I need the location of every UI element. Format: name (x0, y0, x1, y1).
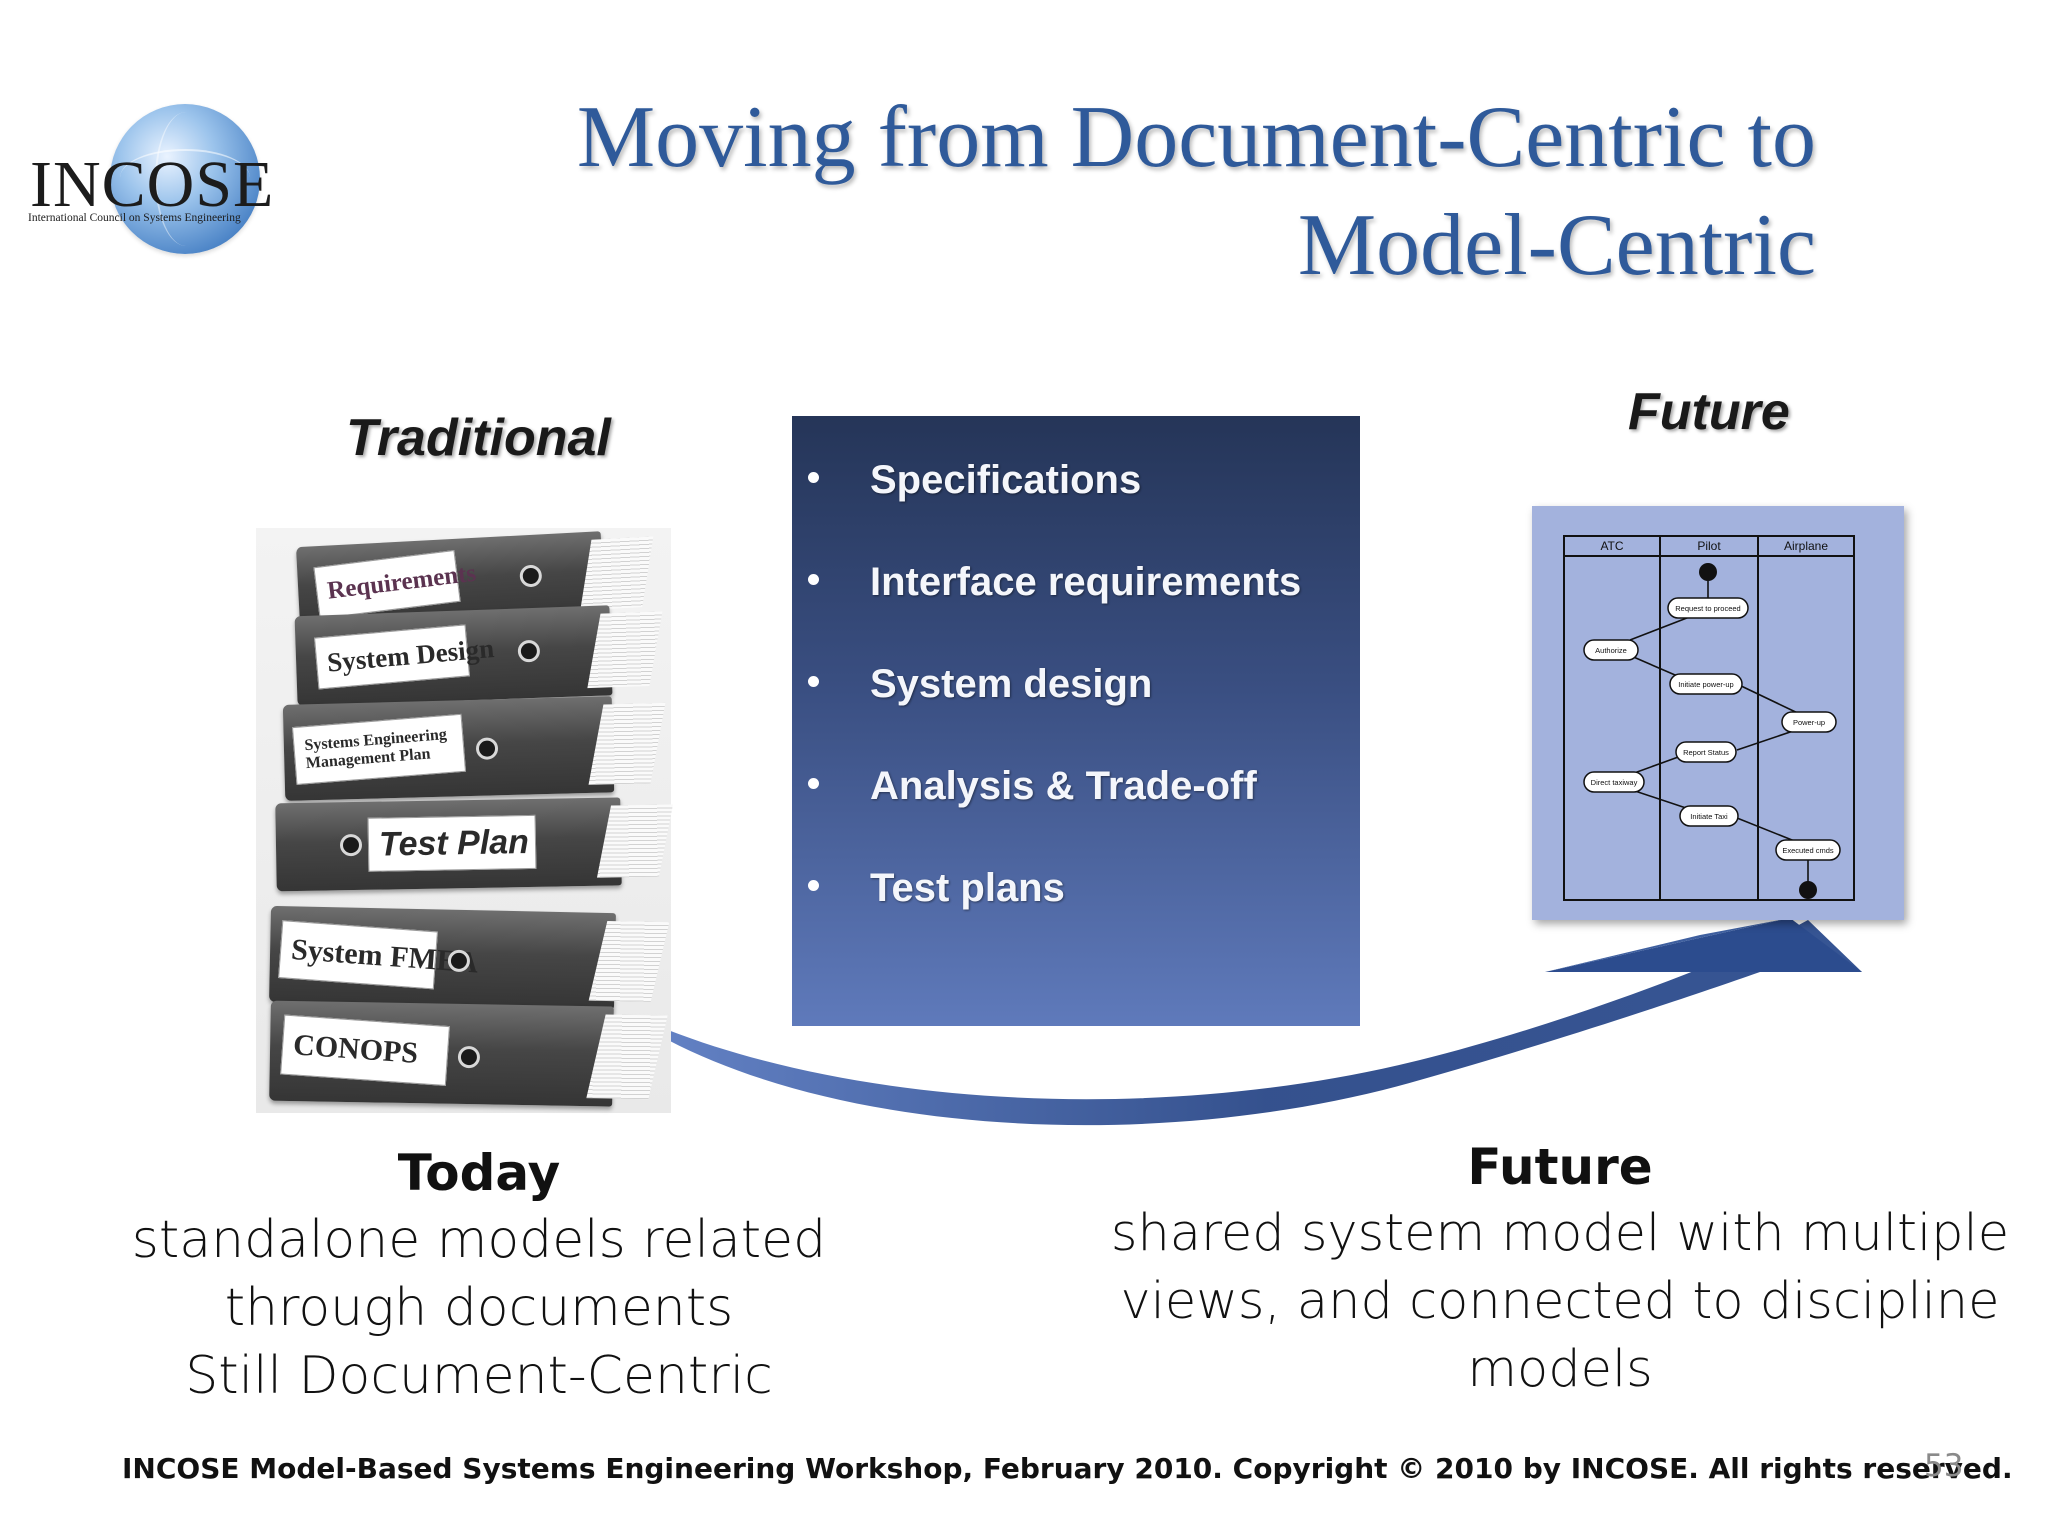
documents-list: Specifications Interface requirements Sy… (792, 416, 1360, 960)
activity-label: Report Status (1683, 748, 1729, 757)
future-heading: Future (1628, 383, 1790, 441)
today-line-1: standalone models related (131, 1210, 827, 1270)
future-line-2: views, and connected to discipline (1120, 1272, 2000, 1331)
lane-atc: ATC (1600, 539, 1623, 553)
binder-conops: CONOPS (269, 1000, 668, 1108)
start-node-icon (1699, 563, 1717, 581)
binder-label: CONOPS (280, 1014, 450, 1086)
activity-label: Power-up (1793, 718, 1825, 727)
list-item: Test plans (808, 858, 1360, 960)
future-caption: Future shared system model with multiple… (1072, 1134, 2048, 1404)
activity-label: Authorize (1595, 646, 1627, 655)
future-line-3: models (1467, 1340, 1653, 1399)
activity-label: Executed cmds (1782, 846, 1834, 855)
today-caption: Today standalone models related through … (84, 1140, 874, 1410)
bullet-icon (808, 880, 819, 891)
today-line-3: Still Document-Centric (185, 1346, 773, 1406)
future-caption-heading: Future (1467, 1138, 1653, 1196)
list-item: Interface requirements (808, 552, 1360, 654)
slide-title: Moving from Document-Centric to Model-Ce… (316, 84, 1816, 300)
lane-airplane: Airplane (1784, 539, 1828, 553)
documents-box: Specifications Interface requirements Sy… (792, 416, 1360, 1026)
bullet-icon (808, 778, 819, 789)
list-item: Analysis & Trade-off (808, 756, 1360, 858)
activity-label: Initiate power-up (1678, 680, 1733, 689)
bullet-icon (808, 472, 819, 483)
binder-stack: Requirements System Design Systems Engin… (256, 528, 673, 1113)
activity-label: Direct taxiway (1591, 778, 1638, 787)
future-line-1: shared system model with multiple (1110, 1204, 2010, 1263)
logo-subtitle: International Council on Systems Enginee… (28, 212, 241, 224)
footer-copyright: INCOSE Model-Based Systems Engineering W… (122, 1452, 2013, 1485)
traditional-heading: Traditional (346, 409, 611, 467)
page-number: 53 (1924, 1448, 1964, 1484)
title-line-1: Moving from Document-Centric to (576, 89, 1816, 186)
logo-wordmark: INCOSE (30, 148, 275, 221)
binder-label: Test Plan (367, 814, 537, 872)
incose-logo: INCOSE International Council on Systems … (22, 100, 282, 260)
bullet-icon (808, 676, 819, 687)
list-item: Specifications (808, 450, 1360, 552)
bullet-icon (808, 574, 819, 585)
end-node-icon (1799, 881, 1817, 899)
binder-system-fmea: System FMEA (269, 905, 670, 1010)
binder-semp: Systems Engineering Management Plan (282, 695, 666, 801)
globe-icon (110, 104, 260, 254)
binder-system-design: System Design (294, 604, 663, 707)
binder-label: System FMEA (278, 920, 479, 990)
today-line-2: through documents (224, 1278, 734, 1338)
title-line-2: Model-Centric (1297, 197, 1816, 294)
activity-label: Request to proceed (1675, 604, 1740, 613)
activity-diagram: ATC Pilot Airplane Request to (1532, 506, 1904, 920)
today-heading: Today (397, 1144, 561, 1202)
lane-pilot: Pilot (1697, 539, 1721, 553)
list-item: System design (808, 654, 1360, 756)
binder-test-plan: Test Plan (275, 797, 673, 892)
activity-label: Initiate Taxi (1690, 812, 1728, 821)
